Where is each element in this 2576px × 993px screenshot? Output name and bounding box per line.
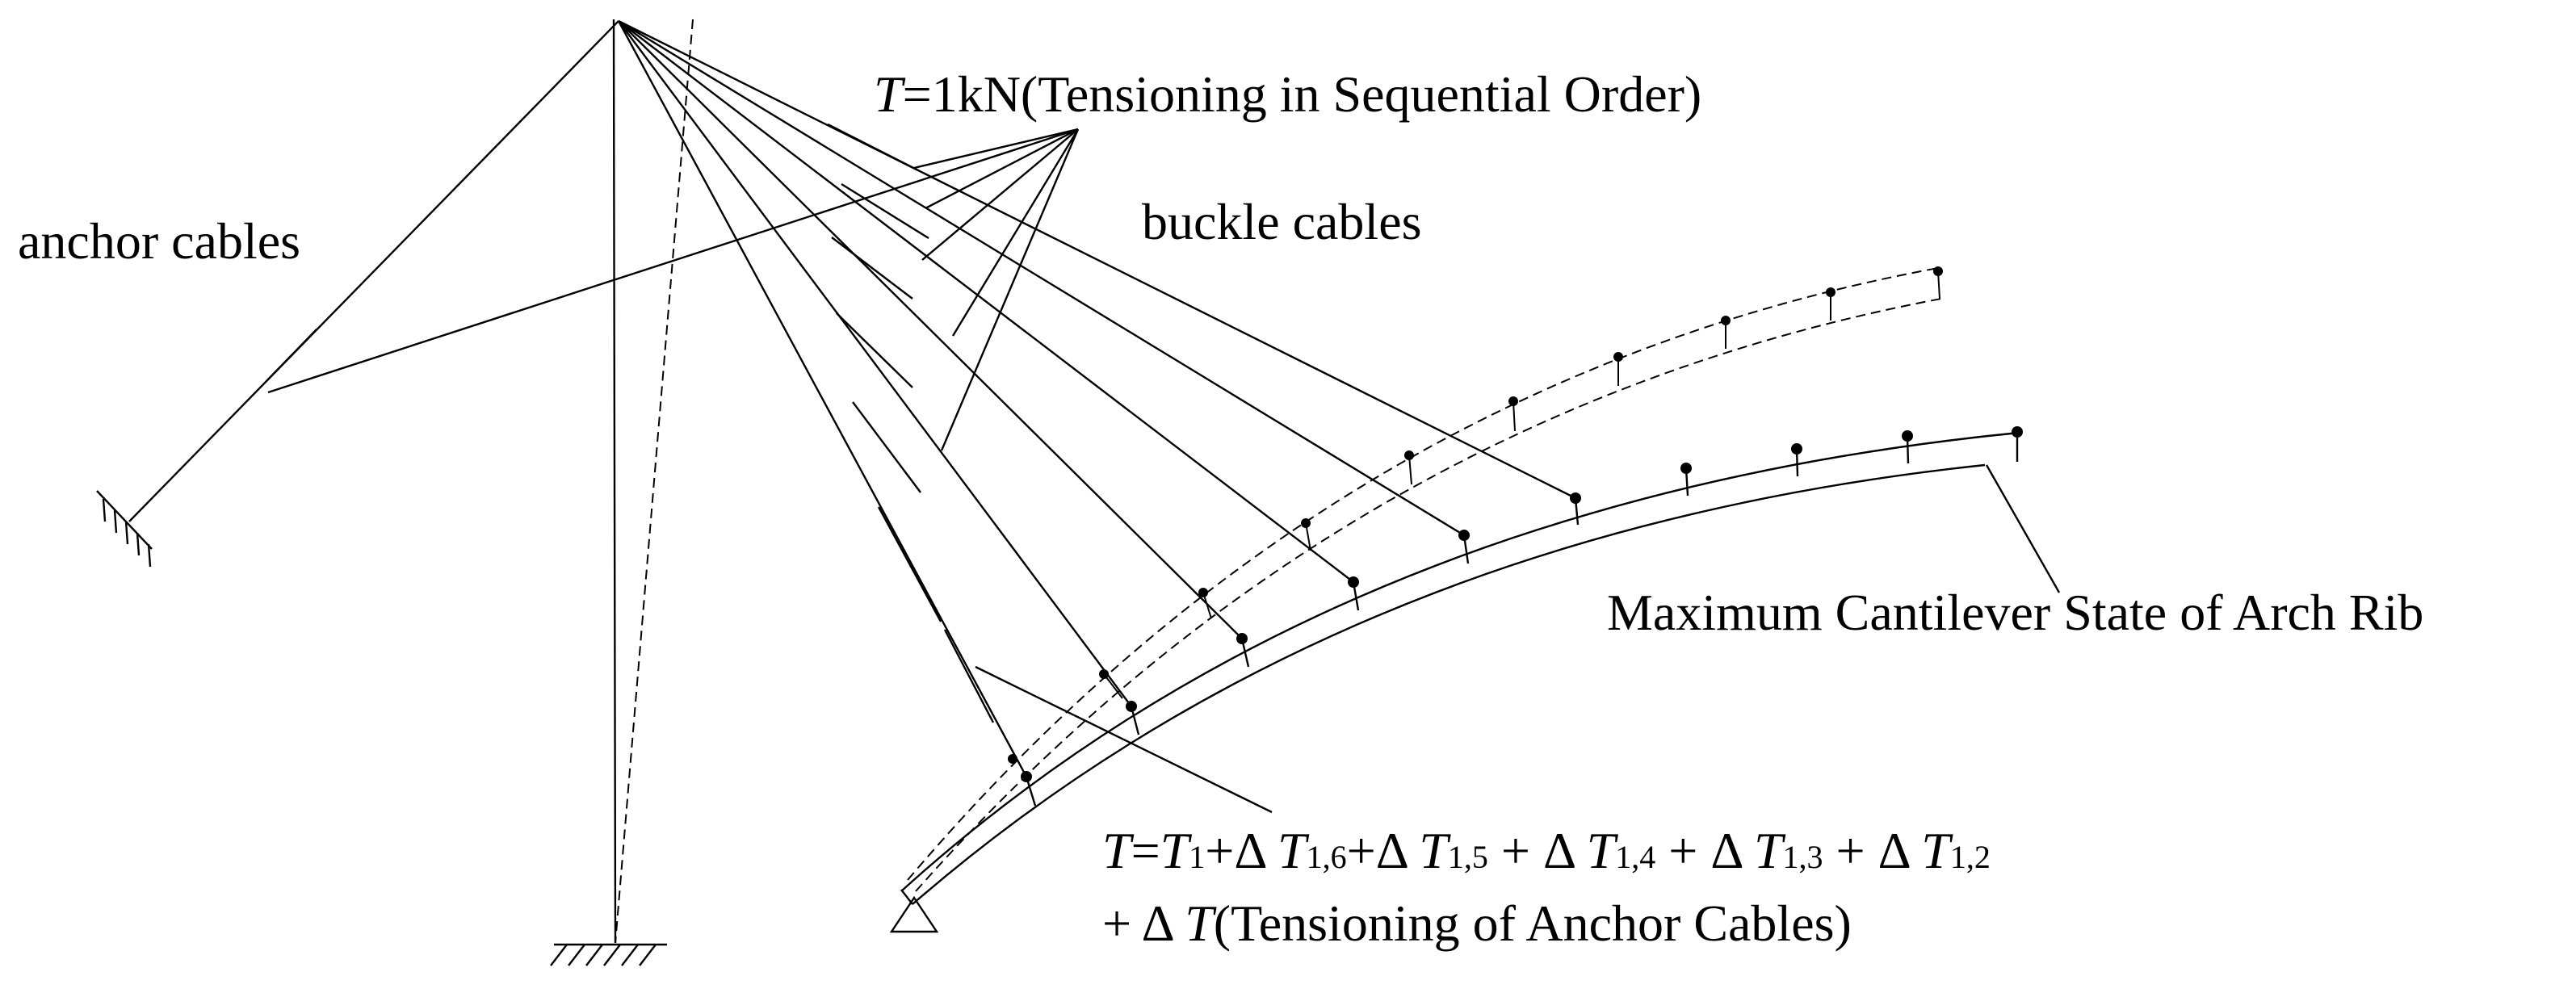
- buckle-cable-2-arrow: [841, 182, 929, 240]
- tower-fixed-support-icon: [550, 943, 667, 966]
- arch-rib-deflected-dashed: [907, 266, 1943, 892]
- formula-part: + Δ: [1655, 822, 1754, 879]
- solid-rib-upper-chord: [900, 431, 2020, 892]
- buckle-cables: [617, 19, 1576, 777]
- buckle-cable-1: [618, 19, 1576, 500]
- buckle-cable-1-arrow: [827, 123, 917, 171]
- formula-part: 1,6: [1307, 839, 1347, 875]
- formula-part: T: [1102, 822, 1135, 879]
- tension-description: =1kN(Tensioning in Sequential Order): [903, 65, 1702, 123]
- formula-part: T: [1278, 822, 1310, 879]
- formula-part: + Δ: [1823, 822, 1922, 879]
- buckle-cable-5: [618, 20, 1132, 707]
- solid-rib-lower-chord: [912, 463, 1986, 905]
- anchor-cables-label: anchor cables: [18, 212, 300, 270]
- tower: [550, 19, 694, 966]
- tower-column-line: [612, 19, 617, 944]
- buckle-cables-label: buckle cables: [1142, 193, 1422, 250]
- tension-symbol: T: [874, 65, 906, 123]
- buckle-cable-5-arrow: [852, 401, 921, 493]
- formula-part: 1,3: [1783, 839, 1823, 875]
- cantilever-state-label: Maximum Cantilever State of Arch Rib: [1607, 584, 2423, 641]
- formula-part: + Δ: [1102, 895, 1185, 952]
- arch-rib-solid: [889, 426, 2023, 933]
- leader-arrow-2: [925, 128, 1079, 210]
- buckle-cable-6-lower-arrow: [943, 629, 995, 723]
- solid-rib-verticals: [1025, 432, 2019, 807]
- tension-sequential-label: T=1kN(Tensioning in Sequential Order): [874, 65, 1701, 123]
- formula-part: (Tensioning of Anchor Cables): [1214, 895, 1852, 952]
- formula-leader-arrow: [975, 665, 1273, 814]
- anchor-ground-support-icon: [96, 490, 153, 568]
- buckle-cable-6-arrow: [877, 506, 942, 622]
- formula-part: T: [1160, 822, 1193, 879]
- formula-part: 1,4: [1615, 839, 1655, 875]
- formula-part: T: [1419, 822, 1451, 879]
- leader-arrow-1: [913, 128, 1079, 170]
- arch-rib-springing-end: [900, 889, 913, 905]
- tension-formula-line-1: T=T1+Δ T1,6+Δ T1,5 + Δ T1,4 + Δ T1,3 + Δ…: [1102, 822, 1991, 879]
- formula-part: +Δ: [1205, 822, 1278, 879]
- formula-part: T: [1185, 895, 1217, 952]
- dashed-rib-verticals: [1103, 270, 1940, 699]
- dashed-rib-nodes: [1008, 266, 1943, 764]
- formula-part: 1,2: [1950, 839, 1991, 875]
- leader-arrow-anchor: [267, 128, 1079, 394]
- formula-part: =: [1131, 822, 1160, 879]
- buckle-cable-6: [617, 20, 1028, 777]
- leader-arrow-5: [940, 128, 1080, 451]
- dashed-rib-upper-chord: [907, 267, 1939, 881]
- anchor-cable-arrow: [266, 329, 317, 382]
- arch-pin-support-icon: [889, 895, 939, 933]
- cantilever-leader-arrow: [1985, 464, 2061, 593]
- formula-part: +Δ: [1347, 822, 1420, 879]
- formula-part: + Δ: [1488, 822, 1587, 879]
- leader-arrow-3: [921, 128, 1079, 261]
- anchor-cable: [96, 20, 619, 568]
- buckle-cable-2: [618, 19, 1465, 537]
- formula-part: T: [1587, 822, 1619, 879]
- buckle-cable-4: [618, 20, 1243, 639]
- buckle-cable-3-arrow: [831, 237, 913, 300]
- tower-deflected-dashed-line: [615, 19, 694, 944]
- formula-part: 1,5: [1448, 839, 1488, 875]
- formula-part: T: [1921, 822, 1953, 879]
- formula-part: 1: [1189, 839, 1205, 875]
- tension-label-leaders: [267, 128, 1080, 451]
- dashed-rib-lower-chord: [915, 298, 1942, 892]
- formula-part: T: [1754, 822, 1786, 879]
- anchor-cable-line: [128, 20, 619, 522]
- buckle-cable-4-arrow: [836, 312, 913, 388]
- buckle-cable-3: [618, 20, 1354, 583]
- tension-formula-line-2: + Δ T(Tensioning of Anchor Cables): [1102, 895, 1852, 952]
- leader-arrow-4: [951, 128, 1080, 337]
